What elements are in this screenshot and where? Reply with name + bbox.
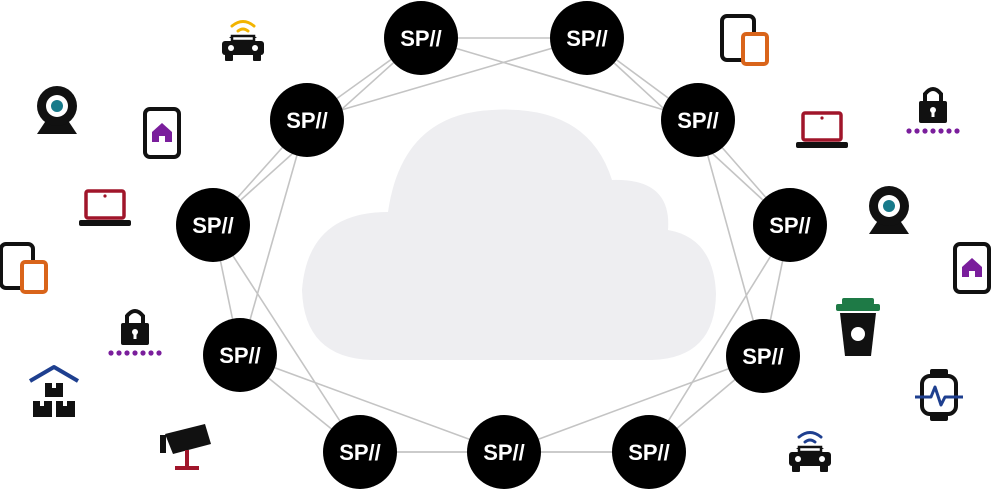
mesh-node: SP// [467, 415, 541, 489]
connected-car-icon [222, 20, 264, 61]
laptop-icon [79, 189, 131, 226]
tablet-phone-icon [720, 14, 769, 66]
mesh-node: SP// [323, 415, 397, 489]
mesh-node: SP// [612, 415, 686, 489]
cloud-shape [302, 109, 716, 360]
mesh-node-circle [612, 415, 686, 489]
mesh-node: SP// [270, 83, 344, 157]
smart-cup-icon [836, 298, 880, 356]
mesh-node-label: SP// [742, 344, 784, 369]
mesh-edge [212, 224, 361, 453]
mesh-edge [697, 119, 764, 357]
mesh-node-circle [550, 1, 624, 75]
webcam-icon [869, 186, 909, 234]
mesh-edge [306, 37, 588, 121]
mesh-node: SP// [753, 188, 827, 262]
mesh-node-label: SP// [483, 440, 525, 465]
mesh-node: SP// [550, 1, 624, 75]
mesh-edge [239, 354, 505, 453]
mesh-node-label: SP// [339, 440, 381, 465]
mesh-node-circle [753, 188, 827, 262]
mesh-node-label: SP// [769, 213, 811, 238]
smart-home-tablet-icon [953, 242, 991, 294]
mesh-edge [420, 37, 699, 121]
laptop-icon [796, 111, 848, 148]
mesh-node-circle [323, 415, 397, 489]
device-icons [0, 14, 991, 472]
mesh-node: SP// [176, 188, 250, 262]
mesh-edge [648, 224, 791, 453]
mesh-node-label: SP// [566, 26, 608, 51]
cloud [302, 109, 716, 360]
mesh-node: SP// [726, 319, 800, 393]
mesh-node-circle [270, 83, 344, 157]
smart-lock-icon [906, 87, 960, 134]
mesh-node: SP// [203, 318, 277, 392]
mesh-node: SP// [661, 83, 735, 157]
mesh-node-circle [203, 318, 277, 392]
mesh-node-label: SP// [219, 343, 261, 368]
mesh-node-label: SP// [400, 26, 442, 51]
mesh-edge [239, 119, 308, 356]
warehouse-boxes-icon [28, 365, 80, 417]
mesh-node: SP// [384, 1, 458, 75]
mesh-node-label: SP// [677, 108, 719, 133]
security-camera-icon [160, 424, 211, 470]
smart-lock-icon [108, 309, 162, 356]
mesh-nodes: SP// SP// SP// SP// SP// SP// SP// SP// SP// SP//… [176, 1, 827, 489]
mesh-node-circle [726, 319, 800, 393]
smart-home-tablet-icon [143, 107, 181, 159]
connected-car-icon [789, 431, 831, 472]
mesh-node-circle [661, 83, 735, 157]
mesh-node-label: SP// [192, 213, 234, 238]
mesh-node-circle [384, 1, 458, 75]
smartwatch-icon [915, 369, 963, 421]
mesh-node-circle [176, 188, 250, 262]
mesh-node-circle [467, 415, 541, 489]
webcam-icon [37, 86, 77, 134]
mesh-node-label: SP// [286, 108, 328, 133]
mesh-edge [503, 355, 764, 453]
tablet-phone-icon [0, 242, 48, 294]
mesh-node-label: SP// [628, 440, 670, 465]
